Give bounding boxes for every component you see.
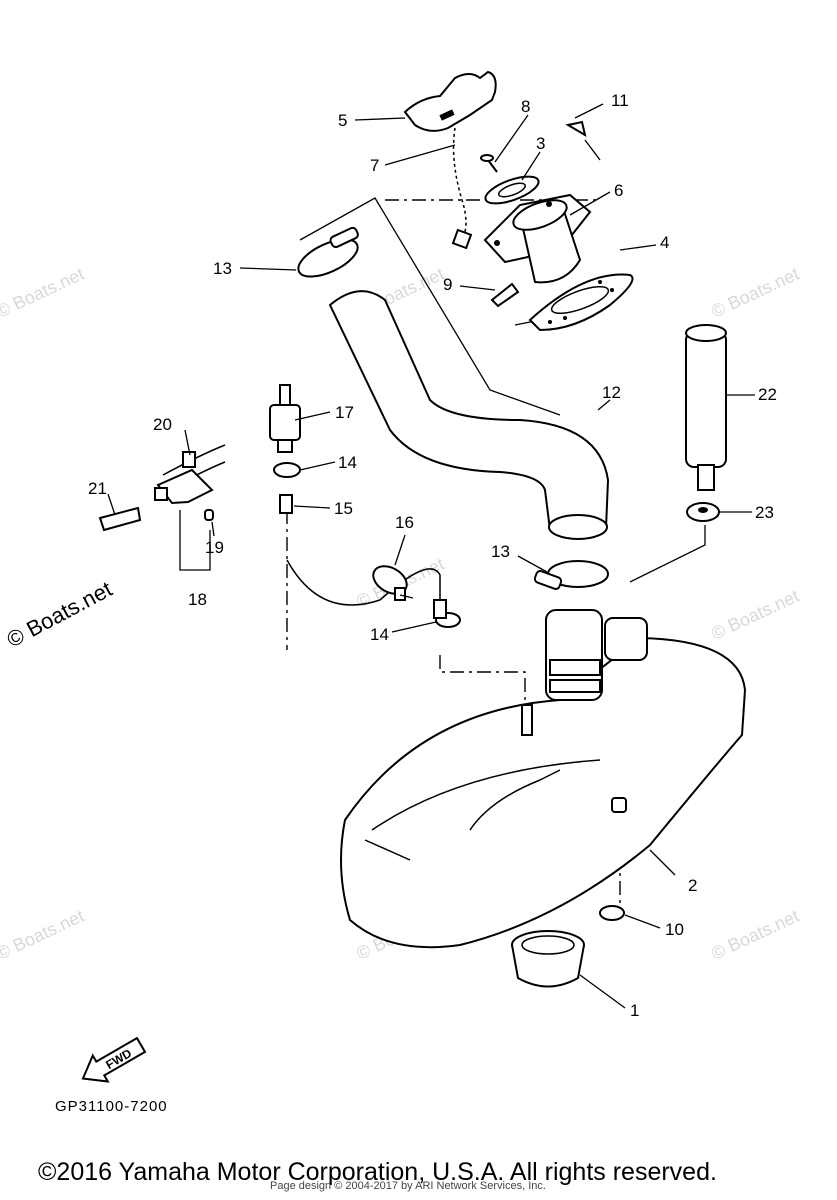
page-design-credit: Page design © 2004-2017 by ARI Network S… [270, 1180, 546, 1192]
callout-leaders [107, 103, 755, 1009]
callout-3: 3 [536, 134, 545, 153]
part-22-breather-tube [685, 324, 727, 491]
callout-13-upper: 13 [213, 259, 232, 278]
callout-8: 8 [521, 97, 530, 116]
part-13-hose-clamp-upper [297, 226, 359, 278]
copyright-notice: ©2016 Yamaha Motor Corporation, U.S.A. A… [38, 1158, 717, 1186]
part-15-fuel-hose [279, 494, 447, 619]
watermark: © Boats.net [0, 264, 87, 322]
callout-19: 19 [205, 538, 224, 557]
part-1-drain-cup [511, 930, 585, 988]
part-18-bracket-assembly [98, 444, 226, 571]
drawing-code: GP31100-7200 [55, 1098, 168, 1115]
callout-18: 18 [188, 590, 207, 609]
callout-11: 11 [611, 91, 629, 110]
watermark: © Boats.net [708, 586, 802, 644]
callout-15: 15 [334, 499, 353, 518]
part-5-filler-cap [403, 70, 497, 132]
watermark-dark: © Boats.net [3, 576, 117, 652]
callout-6: 6 [614, 181, 623, 200]
callout-16: 16 [395, 513, 414, 532]
fwd-arrow-icon: FWD [81, 1036, 147, 1083]
callout-13-lower: 13 [491, 542, 510, 561]
callout-21: 21 [88, 479, 107, 498]
part-7-chain [451, 127, 473, 250]
callout-14-upper: 14 [338, 453, 357, 472]
part-12-filler-hose [328, 290, 610, 540]
callout-14-lower: 14 [370, 625, 389, 644]
part-8-screw [480, 154, 498, 173]
callout-labels: 5 7 8 3 11 6 4 13 9 12 22 23 17 14 15 16… [88, 91, 777, 1020]
callout-22: 22 [758, 385, 777, 404]
callout-12: 12 [602, 383, 621, 402]
part-13-hose-clamp-lower [533, 560, 609, 590]
watermark: © Boats.net [708, 906, 802, 964]
part-10-clip [599, 905, 625, 921]
callout-5: 5 [338, 111, 347, 130]
watermark: © Boats.net [708, 264, 802, 322]
part-16-clamp [372, 565, 408, 601]
part-2-fuel-tank [340, 609, 747, 949]
callout-7: 7 [370, 156, 379, 175]
callout-10: 10 [665, 920, 684, 939]
watermark: © Boats.net [0, 906, 87, 964]
part-6-filler-neck [483, 193, 592, 284]
callout-9: 9 [443, 275, 452, 294]
part-3-gasket [484, 175, 540, 205]
part-17-fuel-filter [269, 384, 301, 453]
callout-4: 4 [660, 233, 669, 252]
callout-1: 1 [630, 1001, 639, 1020]
callout-20: 20 [153, 415, 172, 434]
callout-2: 2 [688, 876, 697, 895]
part-11-screw [565, 120, 601, 161]
part-23-grommet [686, 502, 720, 522]
part-4-gasket [528, 273, 634, 332]
callout-23: 23 [755, 503, 774, 522]
callout-17: 17 [335, 403, 354, 422]
part-9-clip [490, 282, 520, 308]
part-14-hose-clip-upper [273, 462, 301, 478]
